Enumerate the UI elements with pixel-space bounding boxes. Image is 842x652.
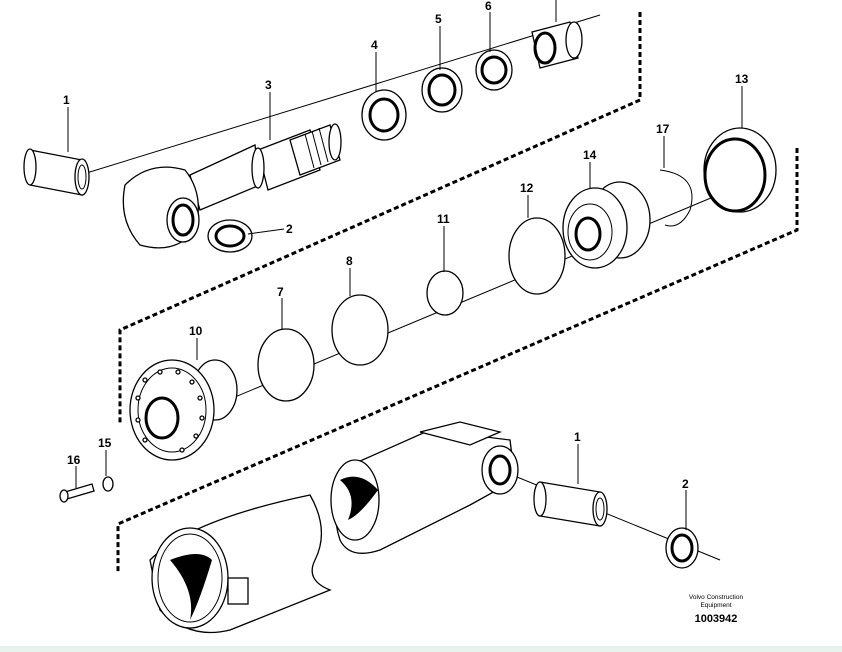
part-ring-5	[421, 67, 463, 113]
part-bushing-top	[23, 148, 90, 196]
credit-line-1: Volvo Construction	[689, 594, 744, 601]
part-seal-bottom	[665, 527, 699, 569]
part-cylinder-head	[129, 359, 238, 461]
part-cylinder-barrel	[149, 421, 519, 634]
part-ring-6	[475, 49, 513, 91]
callout-2-top: 2	[286, 222, 293, 236]
part-bushing-bottom	[533, 481, 608, 527]
callout-8: 8	[346, 254, 353, 268]
part-ring-7	[257, 328, 315, 402]
callout-3: 3	[265, 78, 272, 92]
credit-line-2: Equipment	[700, 602, 731, 609]
group-frame-top	[118, 12, 642, 425]
part-piston-rod-end	[289, 123, 342, 176]
part-seal-12	[508, 217, 566, 295]
callout-1-top: 1	[63, 93, 70, 107]
callout-10: 10	[189, 324, 203, 338]
callout-1-bottom: 1	[574, 430, 581, 444]
callout-14: 14	[583, 148, 597, 162]
leader-lines	[67, 0, 743, 530]
callout-13: 13	[735, 72, 749, 86]
document-number: 1003942	[695, 613, 738, 625]
group-frame-middle	[116, 148, 799, 572]
part-bushing-guide	[531, 21, 583, 69]
part-retaining-ring	[659, 169, 693, 227]
part-seal-top	[207, 219, 253, 253]
part-washer	[102, 476, 114, 492]
axis-line-top	[79, 14, 601, 176]
part-screw	[59, 483, 95, 503]
part-ring-4	[361, 89, 407, 141]
part-wear-ring	[703, 127, 777, 213]
part-oring-11	[426, 270, 464, 316]
callout-labels: 1 2 3 4 5 6 13 17 14 12 11 8 7 10 16 15 …	[63, 0, 749, 491]
callout-16: 16	[67, 453, 81, 467]
callout-5: 5	[435, 12, 442, 26]
part-oring-8	[331, 294, 389, 366]
callout-7: 7	[277, 285, 284, 299]
callout-12: 12	[520, 181, 534, 195]
callout-4: 4	[371, 38, 378, 52]
callout-2-bottom: 2	[682, 477, 689, 491]
part-piston	[562, 181, 651, 269]
part-piston-rod	[122, 129, 321, 249]
callout-6: 6	[485, 0, 492, 13]
credit-block: Volvo Construction Equipment 1003942	[689, 594, 744, 625]
callout-11: 11	[437, 212, 450, 226]
footer-band	[0, 646, 842, 652]
callout-15: 15	[98, 436, 112, 450]
callout-17: 17	[656, 122, 670, 136]
